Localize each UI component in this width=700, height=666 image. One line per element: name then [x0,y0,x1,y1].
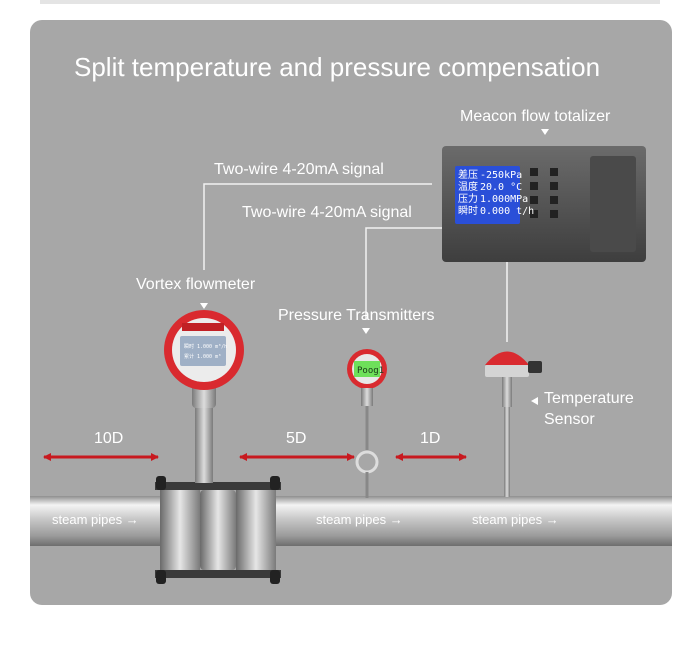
lcd-side-1: 温度 [458,180,478,193]
lcd-row-2: 1.000MPa [480,194,528,205]
diagram-panel: 差压 温度 压力 瞬时 -250kPa 20.0 °C 1.000MPa 0.0… [30,20,672,605]
vortex-flowmeter-label: Vortex flowmeter [136,276,256,293]
temperature-sensor-label-line2: Sensor [544,411,595,428]
lcd-side-0: 差压 [458,168,478,181]
signal-lines [203,183,508,342]
pressure-pointer-icon [362,328,370,334]
signal-line-pressure [365,227,442,320]
pressure-transmitter-label: Pressure Transmitters [278,307,435,324]
lcd-side-2: 压力 [458,192,478,205]
totalizer-label: Meacon flow totalizer [460,108,611,125]
lcd-side-3: 瞬时 [458,204,478,217]
distance-label-downstream: 1D [420,430,441,447]
vortex-display-row-0: 瞬时 1.000 m³/h [184,343,227,350]
vortex-flowmeter-device [164,310,244,483]
temperature-pointer-icon [531,397,538,405]
pipe-label-2: steam pipes → [316,512,403,527]
signal-label-pressure: Two-wire 4-20mA signal [242,204,412,221]
diagram-title: Split temperature and pressure compensat… [74,52,601,82]
pipe-label-1: steam pipes → [52,512,139,527]
pipe-label-3: steam pipes → [472,512,559,527]
lcd-row-3: 0.000 t/h [480,206,534,217]
pressure-transmitter-device [347,349,387,498]
signal-label-vortex: Two-wire 4-20mA signal [214,161,384,178]
steam-pipe [30,496,672,546]
totalizer-lcd [455,166,520,224]
pressure-display-value: Poog1 [357,366,384,376]
totalizer-pointer-icon [541,129,549,135]
signal-line-vortex [203,183,432,270]
flow-totalizer-device: 差压 温度 压力 瞬时 -250kPa 20.0 °C 1.000MPa 0.0… [442,146,646,262]
vortex-display-row-1: 累计 1.000 m³ [184,353,221,360]
temperature-sensor-device [485,351,542,497]
distance-label-middle: 5D [286,430,307,447]
distance-label-upstream: 10D [94,430,124,447]
vortex-pointer-icon [200,303,208,309]
top-divider [40,0,660,4]
diagram-canvas: 差压 温度 压力 瞬时 -250kPa 20.0 °C 1.000MPa 0.0… [30,129,672,584]
flowmeter-flange [155,476,281,584]
lcd-row-1: 20.0 °C [480,182,522,193]
temperature-sensor-label-line1: Temperature [544,390,634,407]
lcd-row-0: -250kPa [480,170,522,181]
